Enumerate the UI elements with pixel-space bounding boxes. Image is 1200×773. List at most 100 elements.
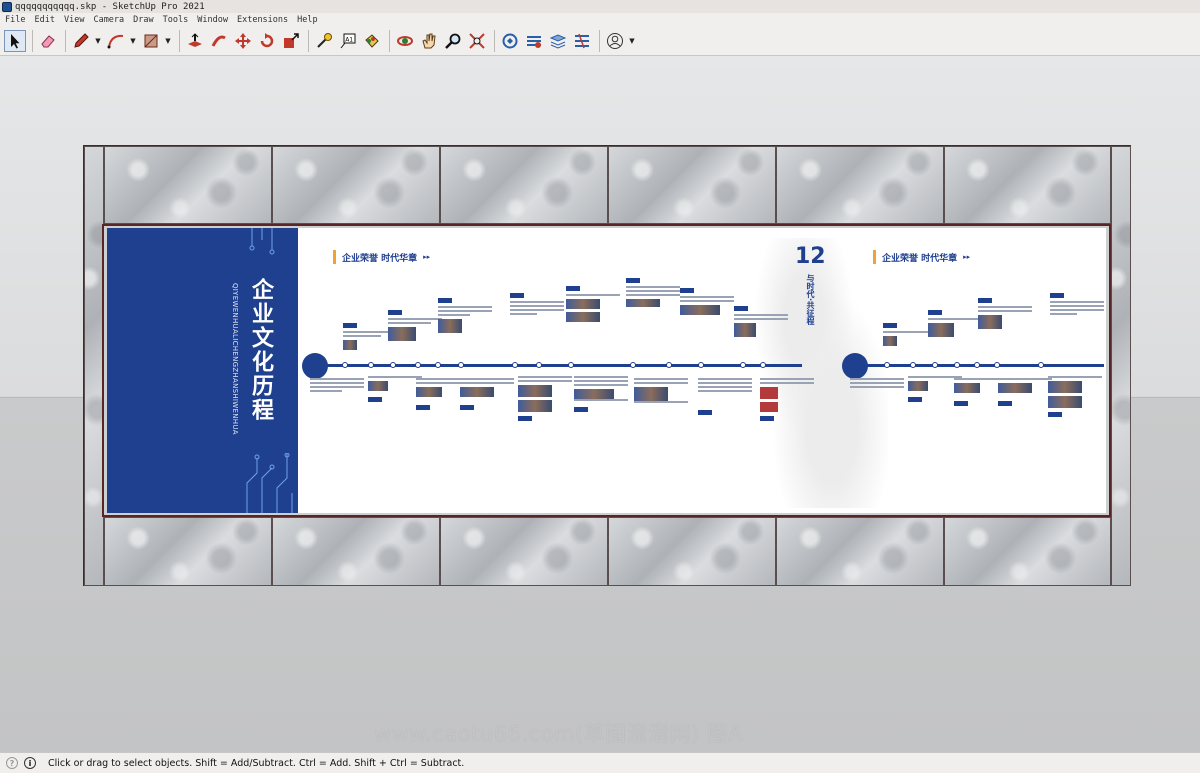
- timeline-node: [974, 362, 980, 368]
- follow-me-tool-button[interactable]: [208, 30, 230, 52]
- panel-border: [102, 224, 1111, 517]
- paint-bucket-tool-button[interactable]: [361, 30, 383, 52]
- user-icon: [607, 33, 623, 49]
- zoom-tool-button[interactable]: [442, 30, 464, 52]
- extension-icon: [527, 36, 541, 48]
- stone-column-right: [1111, 146, 1131, 586]
- line-tool-button[interactable]: [70, 30, 92, 52]
- account-button[interactable]: [604, 30, 626, 52]
- paint-bucket-icon: [365, 34, 379, 48]
- menu-tools[interactable]: Tools: [162, 15, 189, 25]
- timeline-node: [884, 362, 890, 368]
- timeline-node: [760, 362, 766, 368]
- timeline-start-dot: [302, 353, 328, 379]
- window-title: qqqqqqqqqqq.skp - SketchUp Pro 2021: [15, 1, 205, 12]
- info-icon[interactable]: i: [24, 757, 36, 769]
- stone-tile: [104, 146, 272, 224]
- 3d-warehouse-button[interactable]: [499, 30, 521, 52]
- timeline-card: [760, 378, 814, 424]
- panel-title: 企业文化历程: [248, 278, 274, 422]
- menu-window[interactable]: Window: [197, 15, 228, 25]
- select-tool-button[interactable]: [4, 30, 26, 52]
- stone-tile: [608, 146, 776, 224]
- arc-tool-button[interactable]: [105, 30, 127, 52]
- timeline-card: [460, 378, 514, 413]
- timeline-node: [568, 362, 574, 368]
- account-dropdown[interactable]: ▼: [629, 37, 635, 45]
- timeline-node: [932, 362, 938, 368]
- tape-icon: [317, 33, 332, 48]
- timeline-card: [698, 378, 752, 418]
- timeline-card: [343, 323, 397, 350]
- timeline-card: [310, 378, 364, 394]
- geolocation-icon[interactable]: ?: [6, 757, 18, 769]
- ext-manager-icon: [575, 33, 589, 49]
- menu-file[interactable]: File: [5, 15, 26, 25]
- anniversary-slogan: 与时代·共征程: [806, 274, 815, 326]
- extension-warehouse-button[interactable]: [523, 30, 545, 52]
- extension-manager-button[interactable]: [571, 30, 593, 52]
- stone-tile: [944, 146, 1111, 224]
- timeline-card: [850, 378, 904, 390]
- timeline-card: [680, 288, 734, 315]
- stone-tile: [104, 517, 272, 586]
- timeline-card: [734, 306, 788, 337]
- scale-tool-button[interactable]: [280, 30, 302, 52]
- timeline-card: [626, 278, 680, 307]
- stone-tile: [272, 146, 440, 224]
- menu-view[interactable]: View: [63, 15, 85, 25]
- stone-tile: [776, 146, 944, 224]
- timeline-panel: 企业荣誉 时代华章▸▸ 企业荣誉 时代华章▸▸ 12 与时代·共征程: [298, 228, 1106, 513]
- tape-measure-tool-button[interactable]: [313, 30, 335, 52]
- timeline-card: [1050, 293, 1104, 317]
- layout-send-button[interactable]: [547, 30, 569, 52]
- rotate-icon: [260, 33, 274, 48]
- timeline-node: [630, 362, 636, 368]
- drawing-viewport[interactable]: 企业文化历程 QIYEWENHUALICHENGZHANSHIWENHUA 企业…: [0, 56, 1200, 752]
- timeline-card: [883, 323, 937, 346]
- zoom-extents-tool-button[interactable]: [466, 30, 488, 52]
- magnifier-icon: [445, 33, 461, 49]
- section-title-left: 企业荣誉 时代华章▸▸: [333, 250, 430, 264]
- timeline-card: [388, 310, 442, 341]
- timeline-node: [390, 362, 396, 368]
- timeline-card: [634, 378, 688, 405]
- stone-tile: [608, 517, 776, 586]
- timeline-node: [536, 362, 542, 368]
- timeline-card: [978, 298, 1032, 329]
- timeline-card: [416, 378, 470, 413]
- rectangle-tool-button[interactable]: [140, 30, 162, 52]
- zoom-extents-icon: [469, 33, 485, 49]
- eraser-tool-button[interactable]: [37, 30, 59, 52]
- move-tool-button[interactable]: [232, 30, 254, 52]
- push-pull-tool-button[interactable]: [184, 30, 206, 52]
- menu-camera[interactable]: Camera: [93, 15, 125, 25]
- pan-tool-button[interactable]: [418, 30, 440, 52]
- menu-draw[interactable]: Draw: [133, 15, 154, 25]
- rotate-tool-button[interactable]: [256, 30, 278, 52]
- arc-tool-dropdown[interactable]: ▼: [130, 37, 136, 45]
- timeline-card: [1048, 376, 1102, 420]
- sketchup-logo-icon: [2, 1, 12, 12]
- text-tool-button[interactable]: A1: [337, 30, 359, 52]
- orbit-tool-button[interactable]: [394, 30, 416, 52]
- status-bar: ? i Click or drag to select objects. Shi…: [0, 752, 1200, 773]
- line-tool-dropdown[interactable]: ▼: [95, 37, 101, 45]
- timeline-line-left: [324, 364, 802, 367]
- timeline-node: [740, 362, 746, 368]
- title-bar: qqqqqqqqqqq.skp - SketchUp Pro 2021: [0, 0, 1200, 13]
- scale-icon: [284, 33, 299, 48]
- rectangle-tool-dropdown[interactable]: ▼: [165, 37, 171, 45]
- menu-extensions[interactable]: Extensions: [236, 15, 289, 25]
- model-wall-frame[interactable]: 企业文化历程 QIYEWENHUALICHENGZHANSHIWENHUA 企业…: [83, 145, 1131, 586]
- menu-help[interactable]: Help: [297, 15, 318, 25]
- status-message: Click or drag to select objects. Shift =…: [48, 757, 465, 769]
- timeline-card: [566, 286, 620, 322]
- layout-icon: [549, 34, 567, 49]
- menu-edit[interactable]: Edit: [34, 15, 55, 25]
- svg-text:A1: A1: [345, 37, 353, 44]
- warehouse-icon: [502, 33, 518, 49]
- watermark-text: www.caotu66.com(草图溜溜网) 图A: [374, 722, 744, 746]
- timeline-card: [928, 310, 982, 337]
- timeline-card: [908, 376, 962, 405]
